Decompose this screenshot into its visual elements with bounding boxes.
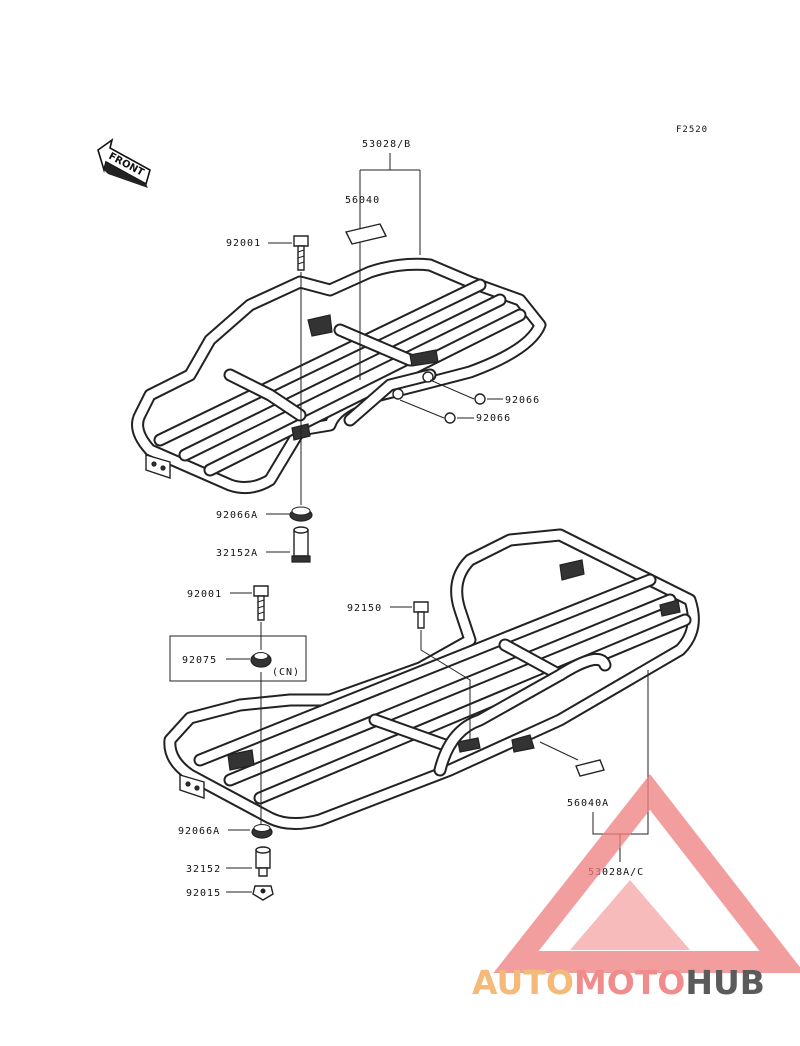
svg-text:AUTOMOTOHUB: AUTOMOTOHUB [472,963,765,1002]
front-bolt [253,585,269,621]
front-arrow-icon: FRONT [97,138,151,188]
callout-front-bolt: 92001 [187,589,222,600]
rear-nut-b [444,412,456,424]
automotohub-logo: AUTOMOTOHUB [472,774,800,1002]
callout-front-damper: 92066A [178,826,220,837]
front-label-sticker [575,759,605,777]
callout-front-collar: 32152 [186,864,221,875]
logo-part-hub: HUB [685,963,765,1002]
callout-rear-carrier: 53028/B [362,139,411,150]
rear-nut-a [474,393,486,405]
callout-front-bolt-2: 92150 [347,603,382,614]
callout-front-label: 56040A [567,798,609,809]
front-damper [251,824,273,839]
callout-front-washer: 92075 [182,655,217,666]
callout-rear-label: 56040 [345,195,380,206]
callout-rear-damper: 92066A [216,510,258,521]
front-carrier [163,528,700,830]
logo-part-moto: MOTO [574,963,685,1002]
logo-part-auto: AUTO [472,963,574,1002]
callout-rear-nut-b: 92066 [476,413,511,424]
rear-collar [291,526,311,563]
callout-front-washer-note: (CN) [272,667,300,678]
callout-rear-collar: 32152A [216,548,258,559]
rear-label-sticker [344,223,388,245]
callout-front-nut: 92015 [186,888,221,899]
callout-rear-bolt: 92001 [226,238,261,249]
front-nut [252,885,274,901]
front-bolt-2 [413,601,429,629]
rear-bolt [293,235,309,271]
callout-rear-nut-a: 92066 [505,395,540,406]
callout-front-carrier: 53028A/C [588,867,644,878]
rear-damper [289,506,313,522]
front-collar [255,846,271,877]
rear-carrier [131,257,547,495]
figure-ref: F2520 [676,125,708,135]
front-washer [250,652,272,668]
washer-note-box [169,635,307,682]
